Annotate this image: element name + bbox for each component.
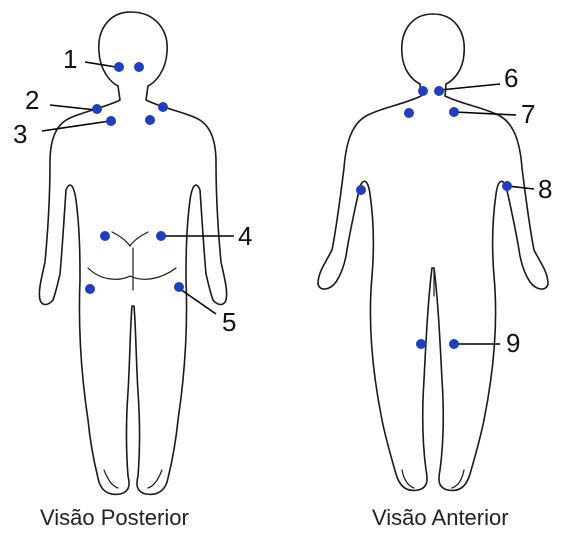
label-5: 5 (222, 307, 236, 337)
number-labels: 1 2 3 4 5 6 7 8 9 (13, 44, 552, 358)
label-6: 6 (504, 63, 518, 93)
label-1: 1 (63, 44, 77, 74)
tender-point-anterior-cervical-right (434, 86, 444, 96)
posterior-lower-back-line (112, 232, 148, 246)
tender-point-posterior-trapezius-left (92, 104, 102, 114)
tender-point-anterior-second-rib-left (404, 108, 414, 118)
tender-point-posterior-trochanter-right (174, 282, 184, 292)
tender-point-posterior-trochanter-left (85, 284, 95, 294)
tender-point-posterior-trapezius-right (158, 102, 168, 112)
leader-lines (42, 62, 534, 344)
posterior-figure (39, 12, 226, 494)
tender-point-anterior-cervical-left (418, 86, 428, 96)
tender-point-posterior-occiput-left (114, 62, 124, 72)
posterior-gluteal-line (88, 268, 176, 279)
tender-point-anterior-second-rib-right (449, 107, 459, 117)
tender-point-anterior-knee-right (449, 339, 459, 349)
tender-point-posterior-supraspinatus-right (145, 115, 155, 125)
tender-point-posterior-supraspinatus-left (106, 116, 116, 126)
anterior-right-foot (452, 470, 464, 488)
posterior-left-heel (104, 470, 118, 488)
anterior-left-foot (402, 470, 414, 488)
tender-point-posterior-gluteal-left (100, 231, 110, 241)
label-7: 7 (521, 99, 535, 129)
tender-point-anterior-epicondyle-right (502, 181, 512, 191)
label-2: 2 (25, 85, 39, 115)
tender-point-anterior-epicondyle-left (356, 185, 366, 195)
label-3: 3 (13, 119, 27, 149)
label-4: 4 (238, 221, 252, 251)
anterior-view-caption: Visão Anterior (372, 505, 509, 531)
tender-point-anterior-knee-left (416, 339, 426, 349)
label-9: 9 (506, 328, 520, 358)
tender-point-posterior-gluteal-right (156, 231, 166, 241)
posterior-right-heel (148, 470, 162, 488)
label-8: 8 (538, 174, 552, 204)
posterior-view-caption: Visão Posterior (40, 505, 189, 531)
tender-points (85, 62, 512, 349)
tender-point-posterior-occiput-right (134, 62, 144, 72)
